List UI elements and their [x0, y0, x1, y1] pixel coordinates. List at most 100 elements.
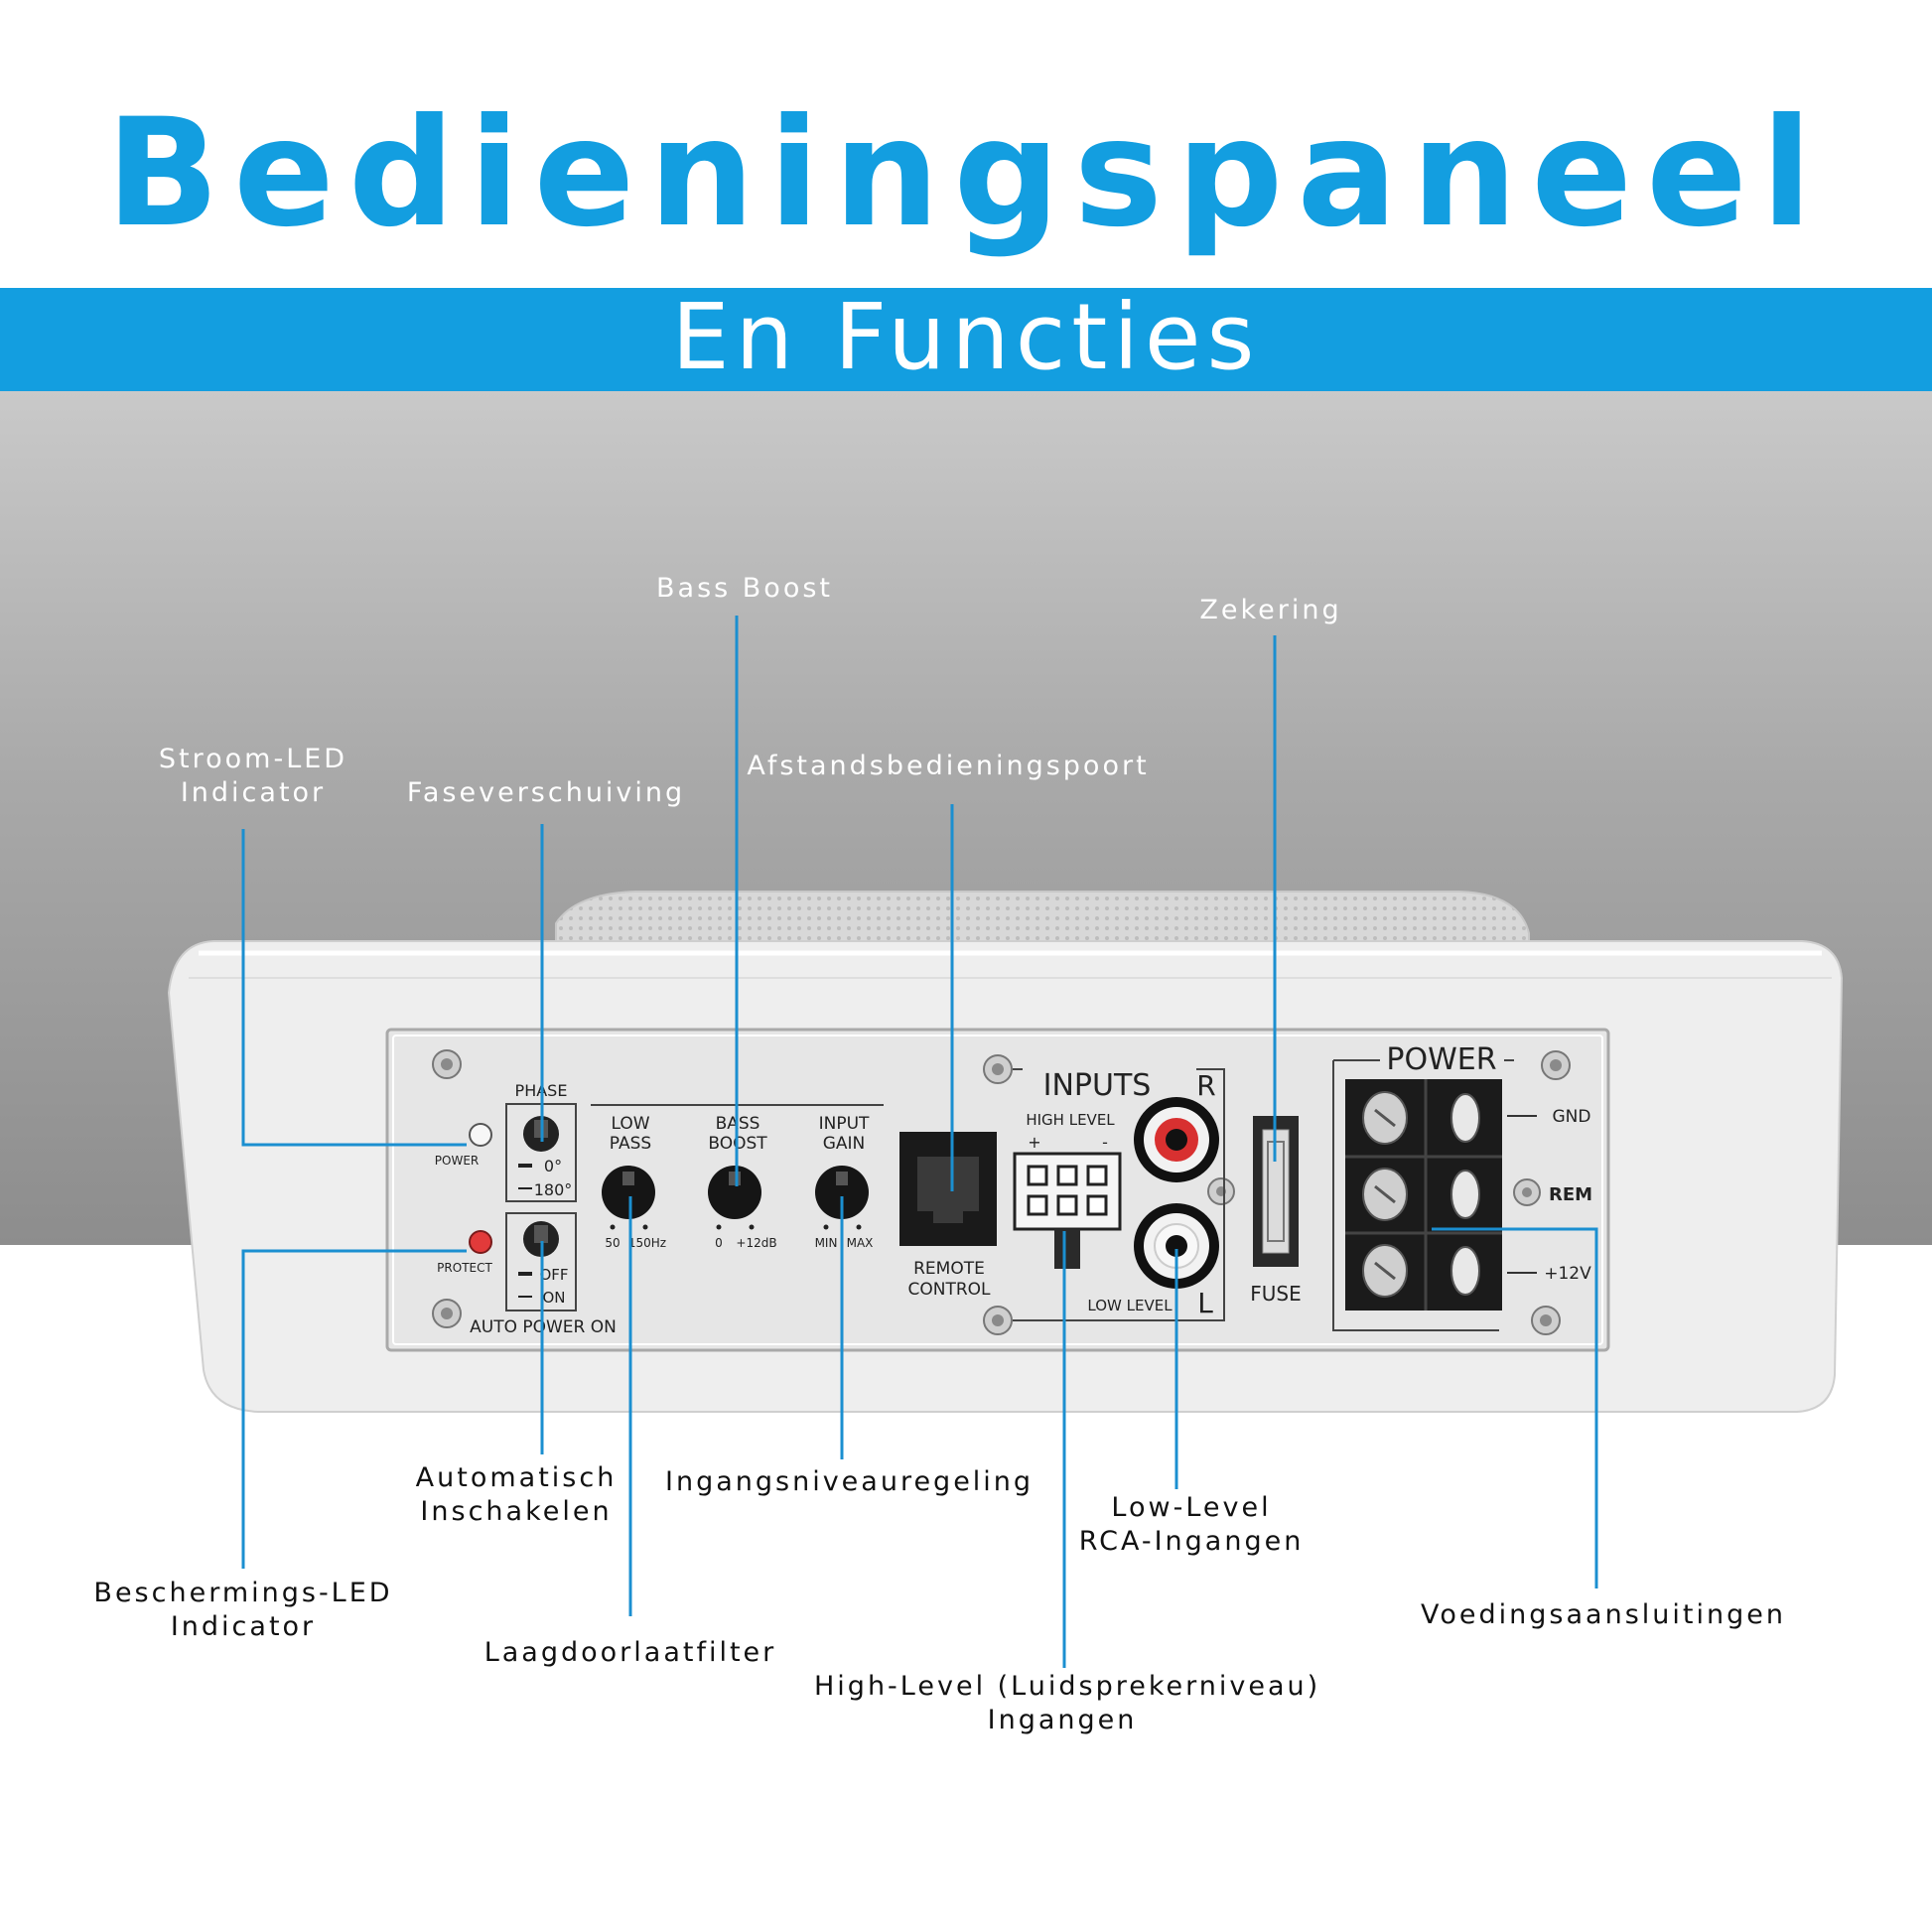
input-gain-min-label: MIN — [815, 1236, 838, 1250]
power-label: POWER — [1386, 1042, 1496, 1077]
power-led-label: POWER — [435, 1154, 479, 1168]
callout-power-led: Stroom-LED Indicator — [134, 743, 372, 810]
auto-off-mark — [518, 1272, 532, 1276]
connector-pin — [1086, 1194, 1108, 1216]
connector-clip — [1054, 1229, 1080, 1269]
auto-on-mark — [518, 1296, 532, 1298]
callout-protect-led: Beschermings-LED Indicator — [84, 1577, 402, 1644]
callout-auto-on: Automatisch Inschakelen — [397, 1461, 635, 1529]
auto-off-label: OFF — [539, 1266, 568, 1284]
terminal-hole — [1450, 1093, 1480, 1143]
screw — [983, 1306, 1013, 1335]
power-led — [469, 1123, 492, 1147]
remote-port-socket — [917, 1157, 979, 1211]
callout-high-level: High-Level (Luidsprekerniveau) Ingangen — [814, 1670, 1321, 1737]
input-r-label: R — [1196, 1069, 1215, 1102]
callout-low-pass: Laagdoorlaatfilter — [483, 1637, 777, 1668]
high-level-label: HIGH LEVEL — [1026, 1111, 1115, 1129]
gnd-label: GND — [1553, 1107, 1591, 1127]
bass-boost-min-label: 0 — [715, 1236, 723, 1250]
callout-auto-on-line2: Inschakelen — [420, 1496, 613, 1527]
control-panel-plate — [385, 1028, 1610, 1352]
input-gain-max-label: MAX — [847, 1236, 874, 1250]
callout-power-terminals: Voedingsaansluitingen — [1421, 1599, 1786, 1630]
callout-power-led-line1: Stroom-LED — [158, 744, 348, 774]
connector-pin — [1056, 1165, 1078, 1186]
knob-dot — [856, 1224, 862, 1230]
low-level-label: LOW LEVEL — [1087, 1297, 1173, 1314]
callout-input-gain: Ingangsniveauregeling — [665, 1466, 1035, 1497]
callout-high-level-line1: High-Level (Luidsprekerniveau) — [814, 1671, 1321, 1702]
protect-led-label: PROTECT — [437, 1261, 492, 1275]
rem-label: REM — [1549, 1184, 1592, 1205]
auto-on-label: ON — [542, 1289, 565, 1307]
high-level-connector[interactable] — [1013, 1152, 1122, 1231]
power-frame — [1332, 1059, 1514, 1331]
phase-180-label: 180° — [534, 1180, 573, 1199]
connector-pin — [1027, 1165, 1048, 1186]
page-subtitle: En Functies — [671, 284, 1261, 390]
screw — [1531, 1306, 1561, 1335]
knob-dot — [610, 1224, 616, 1230]
callout-fuse: Zekering — [1199, 595, 1342, 625]
knob-dot — [642, 1224, 648, 1230]
terminal-hole — [1450, 1170, 1480, 1219]
input-gain-label-1: INPUT — [819, 1114, 870, 1134]
knob-dot — [716, 1224, 722, 1230]
input-gain-knob[interactable] — [815, 1166, 869, 1219]
terminal-screw-12v[interactable] — [1362, 1244, 1408, 1298]
low-pass-max-label: 150Hz — [628, 1236, 666, 1250]
terminal-hole — [1450, 1246, 1480, 1296]
terminal-screw-gnd[interactable] — [1362, 1091, 1408, 1145]
callout-protect-led-line1: Beschermings-LED — [93, 1578, 393, 1608]
high-level-minus: - — [1102, 1133, 1108, 1152]
callout-rca: Low-Level RCA-Ingangen — [1072, 1491, 1311, 1559]
high-level-plus: + — [1028, 1133, 1040, 1152]
callout-remote-port: Afstandsbedieningspoort — [747, 751, 1150, 781]
callout-phase: Faseverschuiving — [406, 777, 686, 808]
low-pass-knob-pointer — [622, 1172, 634, 1185]
input-gain-knob-pointer — [836, 1172, 848, 1185]
control-panel-inner — [392, 1035, 1603, 1345]
screw — [1207, 1177, 1235, 1205]
input-gain-label-2: GAIN — [823, 1134, 866, 1154]
remote-port-tab — [933, 1211, 963, 1223]
phase-0-label: 0° — [544, 1157, 562, 1175]
connector-pin — [1086, 1165, 1108, 1186]
input-l-label: L — [1197, 1287, 1213, 1319]
connector-pin — [1027, 1194, 1048, 1216]
callout-high-level-line2: Ingangen — [987, 1705, 1138, 1735]
bass-boost-knob[interactable] — [708, 1166, 761, 1219]
phase-180-mark — [518, 1187, 532, 1189]
callout-auto-on-line1: Automatisch — [415, 1462, 618, 1493]
screw — [1513, 1178, 1541, 1206]
low-pass-label-1: LOW — [611, 1114, 649, 1134]
low-pass-knob[interactable] — [602, 1166, 655, 1219]
remote-label-1: REMOTE — [913, 1259, 985, 1279]
screw — [432, 1049, 462, 1079]
screw — [1541, 1050, 1571, 1080]
v12-label: +12V — [1544, 1264, 1591, 1284]
leader-power-led — [241, 829, 467, 1147]
low-pass-label-2: PASS — [610, 1134, 651, 1154]
fuse-label: FUSE — [1250, 1282, 1301, 1306]
rca-jack-left[interactable] — [1134, 1203, 1219, 1289]
rca-jack-right[interactable] — [1134, 1097, 1219, 1182]
auto-power-switch-lever — [534, 1225, 548, 1243]
connector-pin — [1056, 1194, 1078, 1216]
screw — [432, 1299, 462, 1328]
leader-protect-led — [241, 1249, 467, 1569]
remote-label-2: CONTROL — [907, 1280, 991, 1300]
protect-led — [469, 1230, 492, 1254]
page-title: Bedieningspaneel — [105, 87, 1827, 260]
subtitle-band — [0, 288, 1932, 391]
leader-power-terminals — [1432, 1227, 1598, 1588]
inputs-label: INPUTS — [1043, 1068, 1152, 1103]
screw — [983, 1054, 1013, 1084]
low-pass-min-label: 50 — [605, 1236, 620, 1250]
callout-rca-line1: Low-Level — [1111, 1492, 1272, 1523]
speaker-grille — [555, 891, 1530, 954]
terminal-screw-rem[interactable] — [1362, 1168, 1408, 1221]
